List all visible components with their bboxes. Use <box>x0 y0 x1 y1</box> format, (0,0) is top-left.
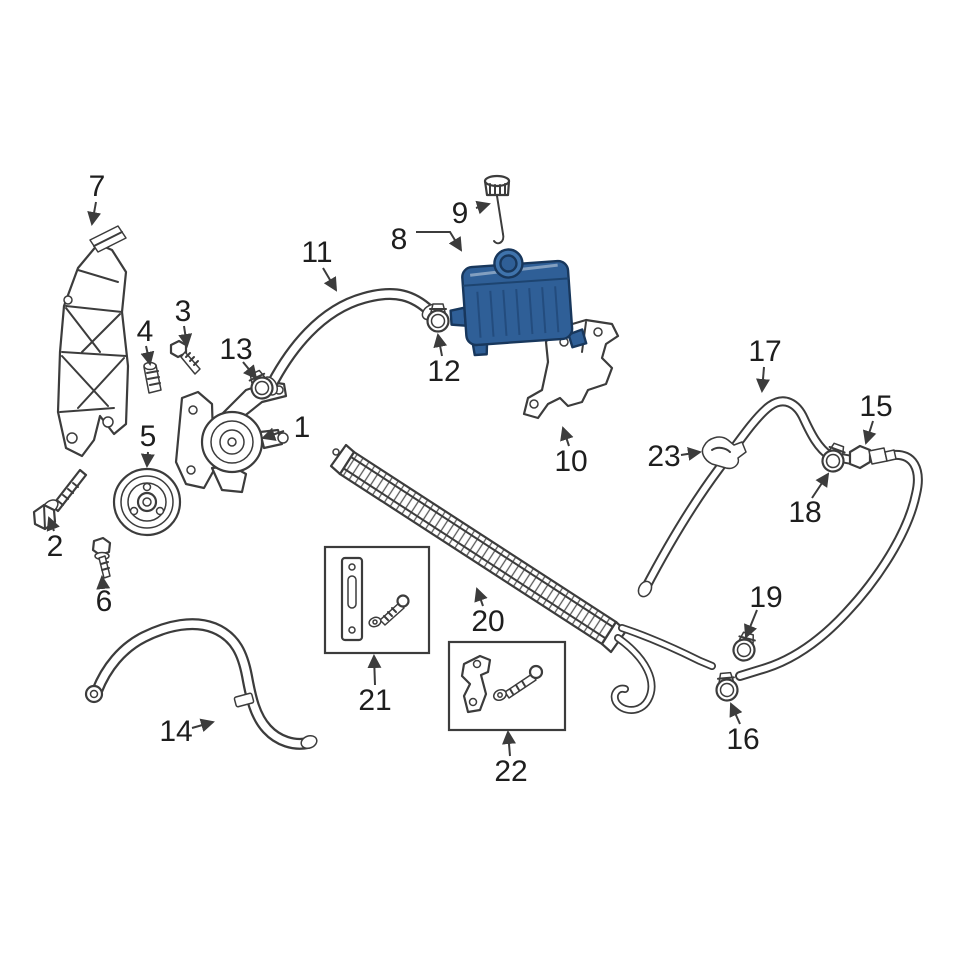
hose-return-lower <box>735 449 923 681</box>
leader-7 <box>87 201 102 226</box>
callout-labels: 1 2 3 4 5 6 7 8 9 10 11 12 13 14 15 16 1… <box>47 170 893 788</box>
part-7-bracket <box>56 225 130 458</box>
part-3-bolt <box>169 339 201 375</box>
callout-17: 17 <box>748 335 781 368</box>
part-14-hose <box>84 618 318 750</box>
part-9-cap <box>483 174 511 245</box>
leader-15 <box>862 420 877 445</box>
callout-23: 23 <box>647 440 680 473</box>
leader-23 <box>680 446 702 461</box>
leader-2 <box>46 516 60 532</box>
leader-5 <box>140 451 155 468</box>
leader-18 <box>811 472 830 499</box>
leader-21 <box>367 654 382 686</box>
callout-15: 15 <box>859 390 892 423</box>
leader-10 <box>560 426 574 447</box>
part-22-kit <box>447 640 567 732</box>
leader-1 <box>261 427 285 441</box>
part-17-hose <box>637 396 857 598</box>
part-15-fitting <box>848 444 897 470</box>
part-1-pump <box>174 380 289 494</box>
part-11-hose <box>261 288 441 396</box>
leader-lines <box>46 200 877 757</box>
part-8-reservoir <box>449 248 588 357</box>
callout-18: 18 <box>788 496 821 529</box>
callout-8: 8 <box>391 223 408 256</box>
leader-20 <box>474 587 488 607</box>
leader-19 <box>744 609 758 639</box>
leader-6 <box>96 575 111 590</box>
part-16-clamp <box>713 671 740 703</box>
part-6-bolt <box>91 536 112 579</box>
leader-11 <box>322 267 338 292</box>
callout-16: 16 <box>726 723 759 756</box>
leader-14 <box>191 718 215 733</box>
leader-8 <box>416 231 463 252</box>
callout-22: 22 <box>494 755 527 788</box>
callout-12: 12 <box>427 355 460 388</box>
part-10-bracket <box>522 318 620 420</box>
callout-19: 19 <box>749 581 782 614</box>
callout-4: 4 <box>137 315 154 348</box>
callout-9: 9 <box>452 197 469 230</box>
part-21-kit <box>323 545 431 655</box>
leader-3 <box>178 325 193 348</box>
callout-1: 1 <box>294 411 311 444</box>
callout-7: 7 <box>89 170 106 203</box>
callout-3: 3 <box>175 295 192 328</box>
leader-16 <box>729 702 743 725</box>
callout-6: 6 <box>96 585 113 618</box>
leader-12 <box>433 333 448 357</box>
callout-20: 20 <box>471 605 504 638</box>
leader-13 <box>242 361 258 380</box>
part-23-clip <box>701 436 747 470</box>
part-5-pulley <box>112 467 182 537</box>
leader-4 <box>140 345 155 366</box>
part-19-clamp <box>730 629 760 664</box>
callout-14: 14 <box>159 715 192 748</box>
leader-22 <box>502 730 516 757</box>
callout-11: 11 <box>301 236 332 269</box>
callout-5: 5 <box>140 420 157 453</box>
callout-13: 13 <box>219 333 252 366</box>
leader-9 <box>475 200 491 215</box>
callout-2: 2 <box>47 530 64 563</box>
callout-10: 10 <box>554 445 587 478</box>
leader-17 <box>756 366 770 393</box>
part-2-bolt <box>32 468 88 531</box>
part-12-clamp <box>426 302 450 333</box>
part-4-stud <box>143 361 162 394</box>
callout-21: 21 <box>358 684 391 717</box>
part-20-cooler <box>329 443 716 714</box>
